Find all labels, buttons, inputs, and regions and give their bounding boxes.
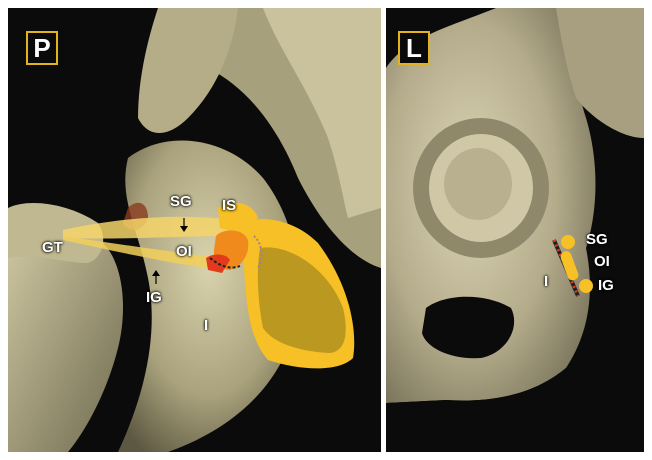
label-sg: SG [586,232,608,248]
posterior-pelvis-illustration [8,8,381,452]
view-letter: P [26,31,58,65]
view-letter: L [398,31,430,65]
label-sg: SG [170,194,192,210]
ig-marker [579,279,593,293]
label-is: IS [222,198,236,214]
lateral-pelvis-illustration [386,8,644,452]
femur-bone [8,227,123,452]
label-oi: OI [594,254,610,270]
view-badge-posterior: P [26,25,66,67]
label-ig: IG [598,278,614,294]
sg-marker [561,235,575,249]
posterior-view-panel: P SG IS GT OI IG I [8,8,381,452]
label-ig: IG [146,290,162,306]
view-badge-lateral: L [398,25,438,67]
label-i: I [204,318,208,334]
label-oi: OI [176,244,192,260]
label-gt: GT [42,240,63,256]
label-i: I [544,274,548,290]
lateral-view-panel: L SG OI IG I [386,8,644,452]
